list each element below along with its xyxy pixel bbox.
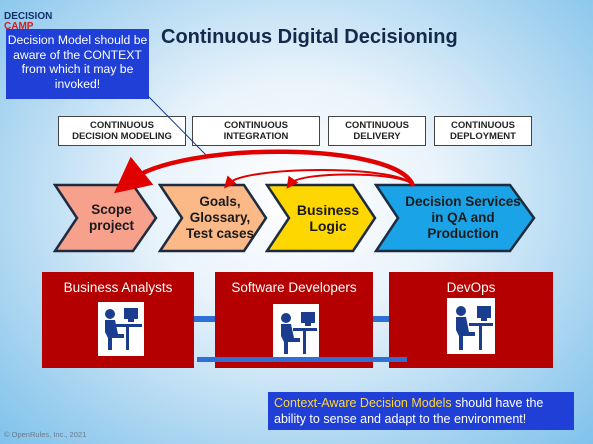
- logo-line-1: DECISION: [4, 11, 53, 22]
- note-rest: should have the ability to sense and ada…: [274, 396, 544, 426]
- phase-deployment: CONTINUOUS DEPLOYMENT: [434, 116, 532, 146]
- step-decision-services: Decision Services in QA and Production: [374, 183, 536, 253]
- step-label: Decision Services in QA and Production: [405, 194, 521, 241]
- copyright: © OpenRules, Inc., 2021: [4, 430, 87, 439]
- phase-label: CONTINUOUS DECISION MODELING: [72, 119, 172, 143]
- phase-integration: CONTINUOUS INTEGRATION: [192, 116, 320, 146]
- team-label: Software Developers: [231, 280, 357, 295]
- phase-label: CONTINUOUS INTEGRATION: [223, 119, 289, 143]
- phase-label: CONTINUOUS DEPLOYMENT: [450, 119, 516, 143]
- context-callout: Decision Model should be aware of the CO…: [6, 29, 149, 99]
- team-label: Business Analysts: [63, 280, 173, 295]
- developer-at-desk-icon: [273, 304, 319, 358]
- operator-at-desk-icon: [447, 298, 495, 354]
- connector-developers-devops: [373, 316, 389, 322]
- phase-label: CONTINUOUS DELIVERY: [345, 119, 409, 143]
- phase-delivery: CONTINUOUS DELIVERY: [328, 116, 426, 146]
- chevron-shape: [374, 183, 536, 253]
- step-business-logic: Business Logic: [265, 183, 377, 253]
- step-scope-project: Scope project: [53, 183, 158, 253]
- analyst-at-desk-icon: [98, 302, 144, 356]
- phase-decision-modeling: CONTINUOUS DECISION MODELING: [58, 116, 186, 146]
- feedback-arrow-to-scope: [113, 149, 416, 194]
- connector-analysts-developers: [194, 316, 215, 322]
- context-aware-note: Context-Aware Decision Models should hav…: [268, 392, 574, 430]
- step-label: Goals, Glossary, Test cases: [185, 194, 255, 241]
- step-label: Scope project: [88, 202, 134, 233]
- note-highlight: Context-Aware Decision Models: [274, 396, 452, 410]
- team-devops: DevOps: [389, 272, 553, 368]
- team-software-developers: Software Developers: [215, 272, 373, 368]
- logo-line-2: CAMP: [4, 21, 34, 32]
- decision-camp-logo: DECISION CAMP: [4, 11, 53, 32]
- slide-title: Continuous Digital Decisioning: [161, 26, 458, 48]
- team-business-analysts: Business Analysts: [42, 272, 194, 368]
- team-label: DevOps: [446, 280, 496, 295]
- step-goals-glossary: Goals, Glossary, Test cases: [158, 183, 268, 253]
- callout-text: Decision Model should be aware of the CO…: [7, 33, 148, 91]
- step-label: Business Logic: [296, 202, 360, 234]
